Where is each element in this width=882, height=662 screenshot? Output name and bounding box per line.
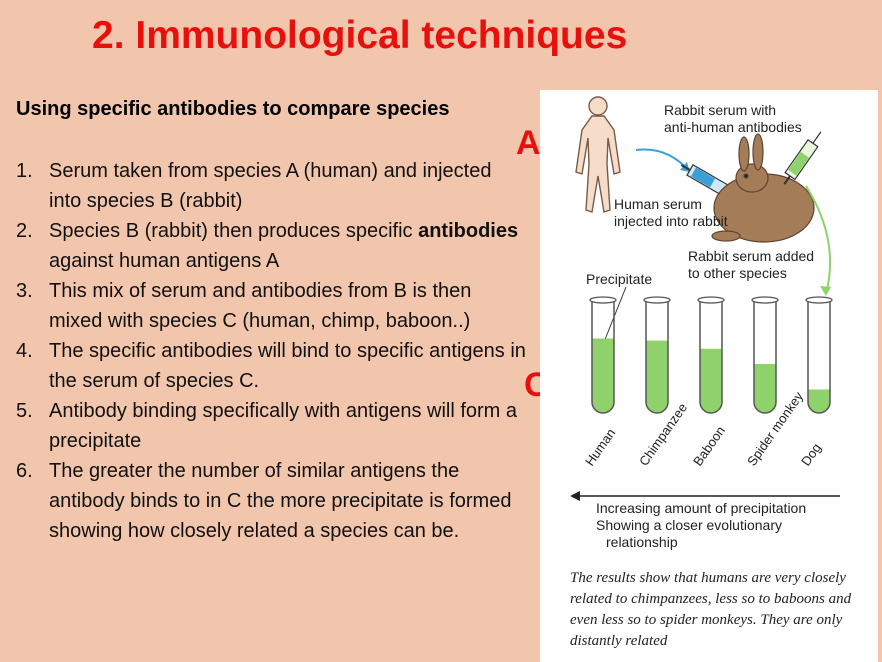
human-serum-label: Human serum injected into rabbit	[614, 196, 728, 229]
list-item: 6. The greater the number of similar anti…	[16, 456, 526, 546]
precipitation-figure: Rabbit serum with anti-human antibodies …	[540, 90, 878, 662]
tube-liquid	[754, 364, 776, 413]
tube-rim	[589, 296, 617, 304]
tube-glass	[645, 300, 669, 414]
step-text: Species B (rabbit) then produces specifi…	[49, 220, 419, 242]
tube-glass	[753, 300, 777, 414]
step-number: 2.	[16, 220, 33, 242]
list-item: 2. Species B (rabbit) then produces speci…	[16, 216, 526, 276]
step-number: 5.	[16, 400, 33, 422]
step-text: Antibody binding specifically with antig…	[49, 400, 518, 452]
test-tube	[697, 296, 725, 414]
serum-added-label: Rabbit serum added to other species	[688, 248, 815, 281]
increase-label: Increasing amount of precipitation Showi…	[596, 500, 807, 550]
tube-rim	[751, 296, 779, 304]
step-number: 1.	[16, 160, 33, 182]
green-arrow	[805, 185, 832, 295]
tube-liquid	[808, 389, 830, 413]
tube-glass	[807, 300, 831, 414]
test-tube	[643, 296, 671, 414]
test-tube	[751, 296, 779, 414]
step-number: 6.	[16, 460, 33, 482]
figure-drawing	[570, 96, 840, 501]
syringe-icon	[783, 131, 822, 185]
list-item: 5. Antibody binding specifically with ant…	[16, 396, 526, 456]
letter-a: A	[516, 124, 541, 162]
rabbit-serum-label: Rabbit serum with anti-human antibodies	[664, 102, 802, 135]
rabbit-figure	[711, 133, 815, 243]
steps-list: 1. Serum taken from species A (human) and…	[16, 156, 526, 546]
tube-rim	[697, 296, 725, 304]
figure-caption: The results show that humans are very cl…	[570, 570, 852, 649]
step-text: The greater the number of similar antige…	[49, 460, 512, 542]
tube-rim	[805, 296, 833, 304]
precipitate-pointer	[603, 286, 627, 343]
tube-rack	[589, 296, 833, 414]
list-item: 3. This mix of serum and antibodies from …	[16, 276, 526, 336]
list-item: 4. The specific antibodies will bind to s…	[16, 336, 526, 396]
tube-glass	[699, 300, 723, 414]
step-text: The specific antibodies will bind to spe…	[49, 340, 526, 392]
tube-liquid	[646, 340, 668, 413]
list-item: 1. Serum taken from species A (human) and…	[16, 156, 526, 216]
test-tube	[589, 296, 617, 414]
tube-liquid	[592, 338, 614, 413]
tube-glass	[591, 300, 615, 414]
step-number: 3.	[16, 280, 33, 302]
test-tube	[805, 296, 833, 414]
human-figure	[575, 96, 621, 213]
page-title: 2. Immunological techniques	[92, 14, 628, 57]
step-text: This mix of serum and antibodies from B …	[49, 280, 472, 332]
tube-liquid	[700, 348, 722, 413]
step-text-bold: antibodies	[418, 220, 519, 242]
tube-rim	[643, 296, 671, 304]
step-text: Serum taken from species A (human) and i…	[49, 160, 492, 212]
step-number: 4.	[16, 340, 33, 362]
subtitle: Using specific antibodies to compare spe…	[16, 98, 450, 120]
precipitate-label: Precipitate	[586, 271, 653, 287]
step-text: against human antigens A	[49, 250, 280, 272]
